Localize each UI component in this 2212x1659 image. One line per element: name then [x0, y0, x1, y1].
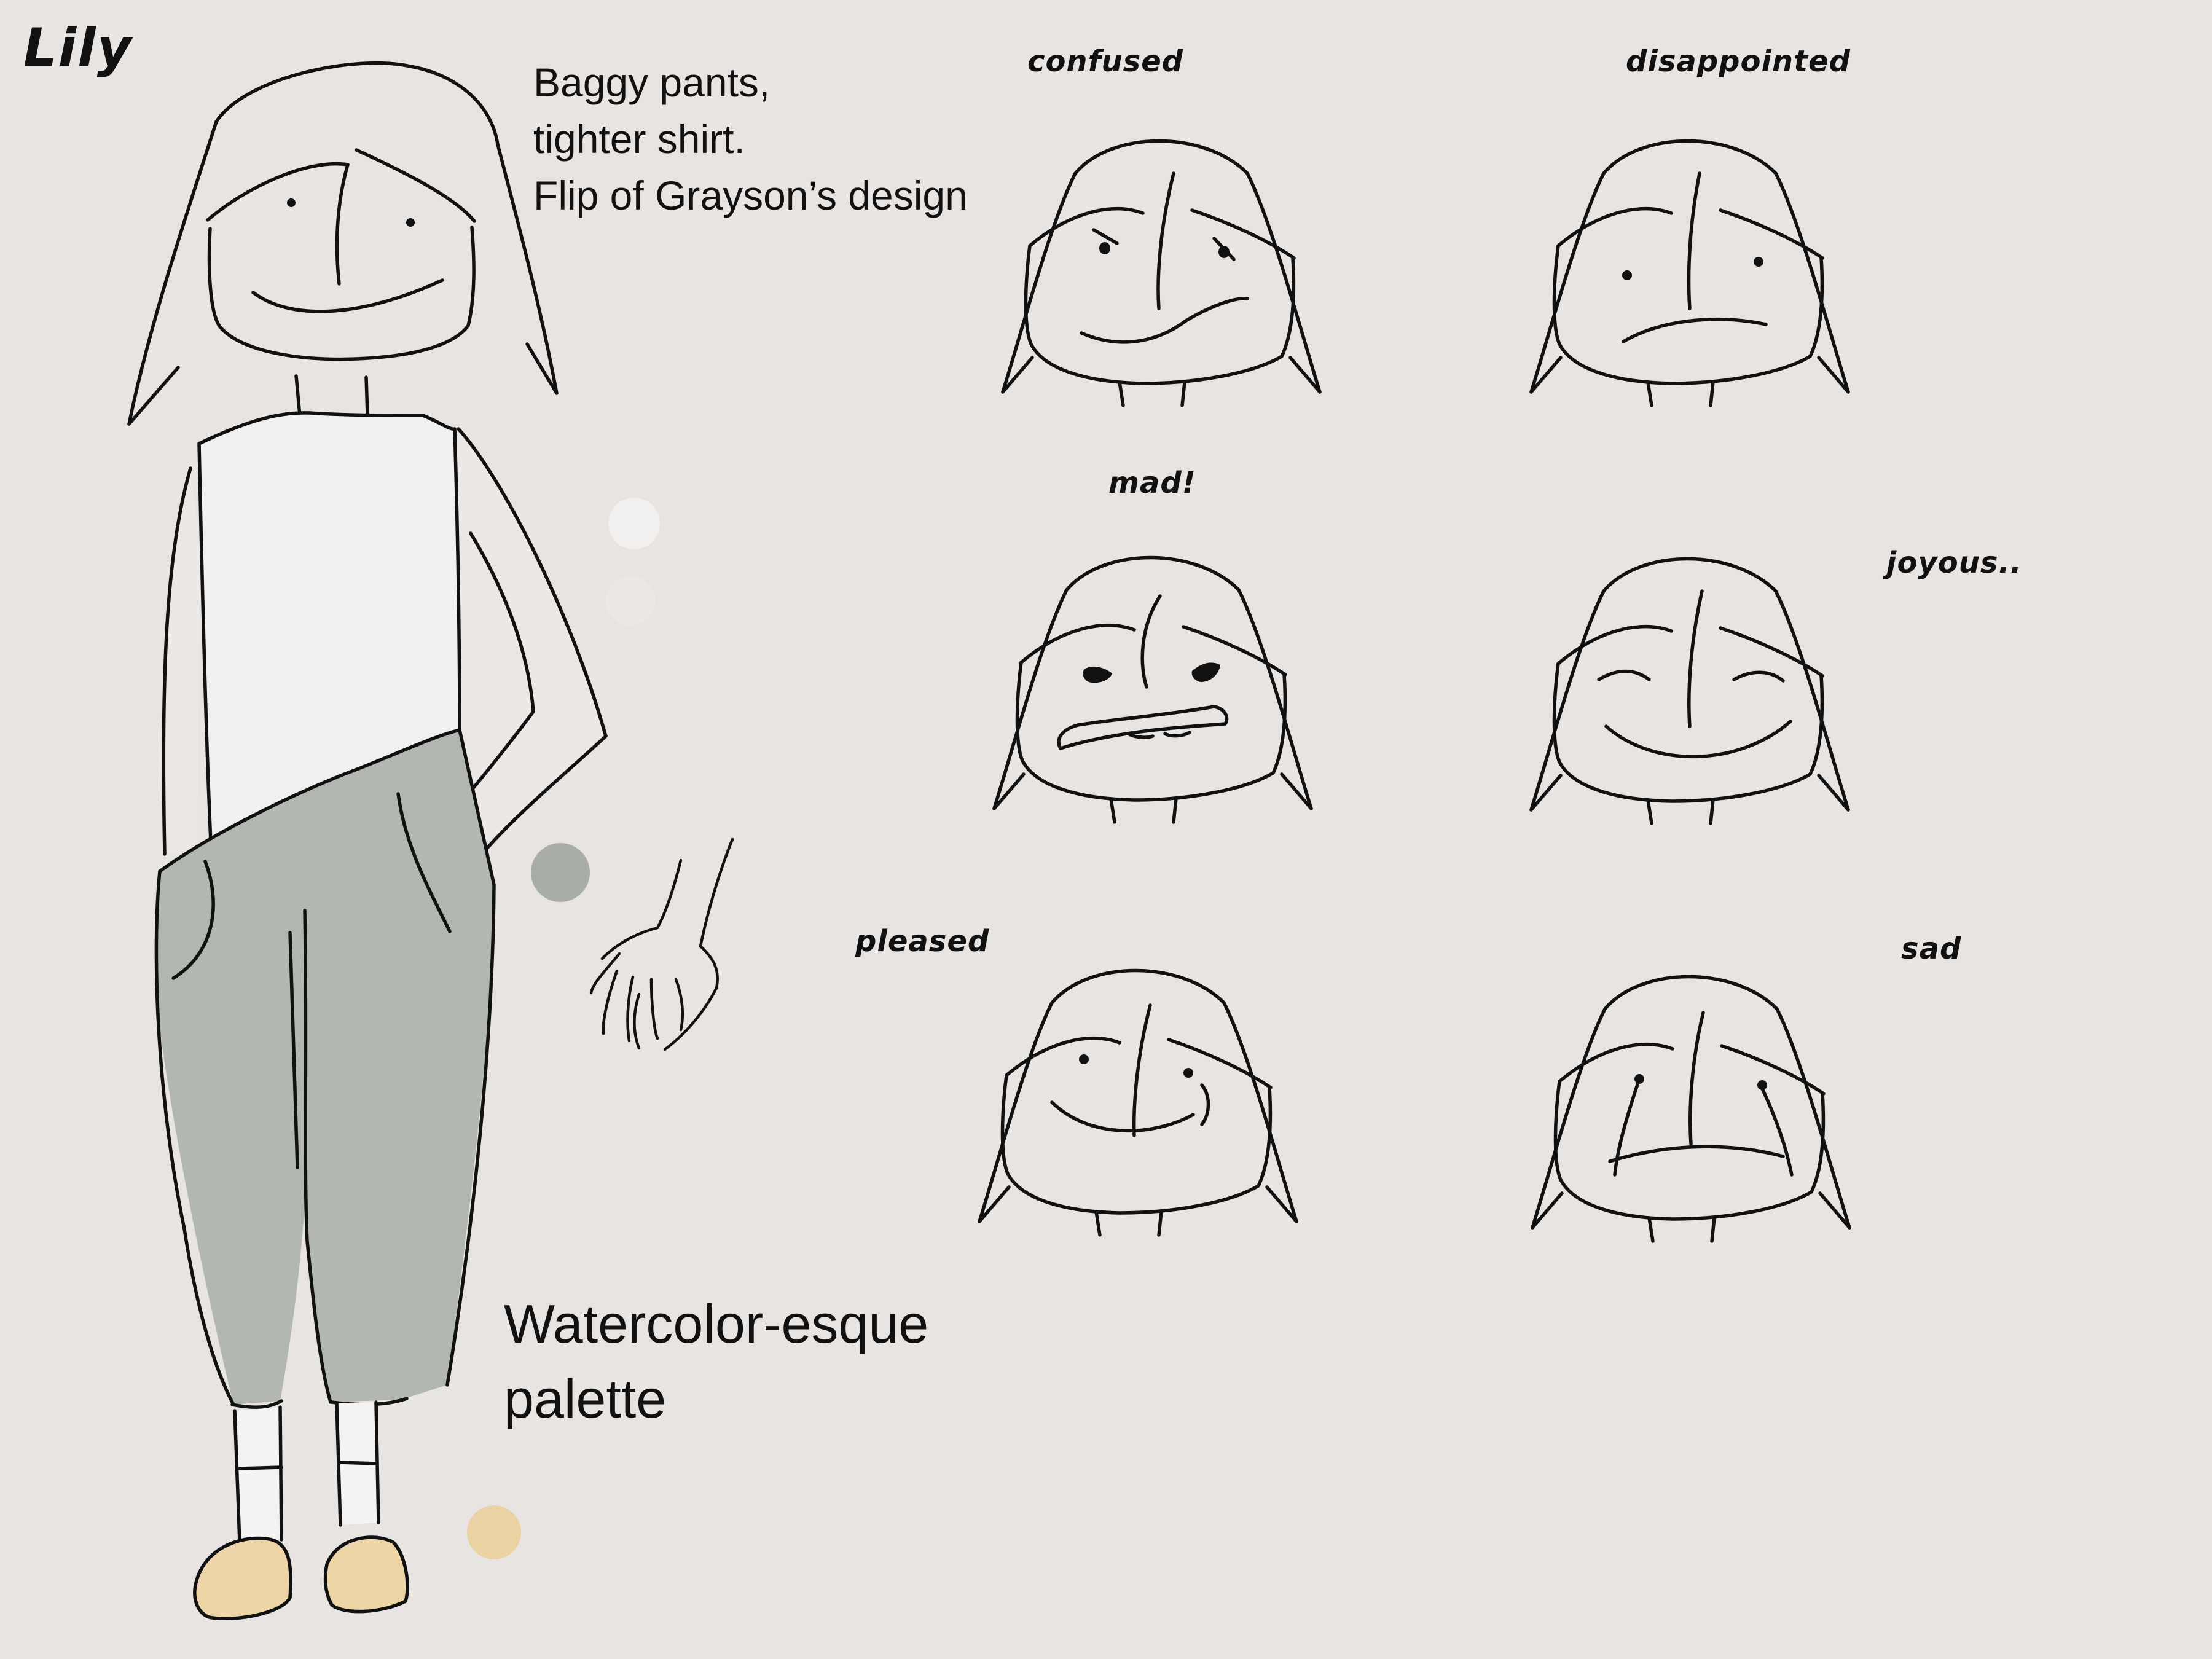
palette-note-line: Watercolor-esque: [504, 1293, 929, 1354]
swatch-pants: [531, 843, 590, 902]
expression-label-disappointed: disappointed: [1626, 44, 1851, 79]
design-note-line: Flip of Grayson’s design: [533, 173, 968, 218]
swatch-shoes: [467, 1505, 521, 1559]
design-note-line: tighter shirt.: [533, 116, 745, 162]
expression-label-mad: mad!: [1108, 466, 1196, 500]
swatch-skin: [606, 576, 655, 626]
design-notes: Baggy pants, tighter shirt. Flip of Gray…: [533, 54, 968, 224]
face-mad: [994, 558, 1311, 823]
face-confused: [1003, 141, 1320, 406]
face-disappointed: [1531, 141, 1848, 406]
expression-label-pleased: pleased: [855, 924, 990, 959]
color-palette: [467, 498, 660, 1559]
expression-label-joyous: joyous..: [1886, 546, 2022, 580]
character-name: Lily: [23, 17, 133, 79]
hand-sketch: [589, 837, 734, 1051]
palette-note-line: palette: [504, 1368, 667, 1429]
full-body-figure: [127, 61, 608, 1620]
face-joyous: [1531, 559, 1848, 824]
expression-label-sad: sad: [1901, 931, 1962, 966]
expression-label-confused: confused: [1027, 44, 1184, 79]
face-sad: [1532, 977, 1849, 1242]
design-note-line: Baggy pants,: [533, 60, 771, 105]
face-pleased: [979, 971, 1296, 1236]
palette-note: Watercolor-esque palette: [504, 1287, 928, 1437]
swatch-shirt: [608, 498, 660, 549]
